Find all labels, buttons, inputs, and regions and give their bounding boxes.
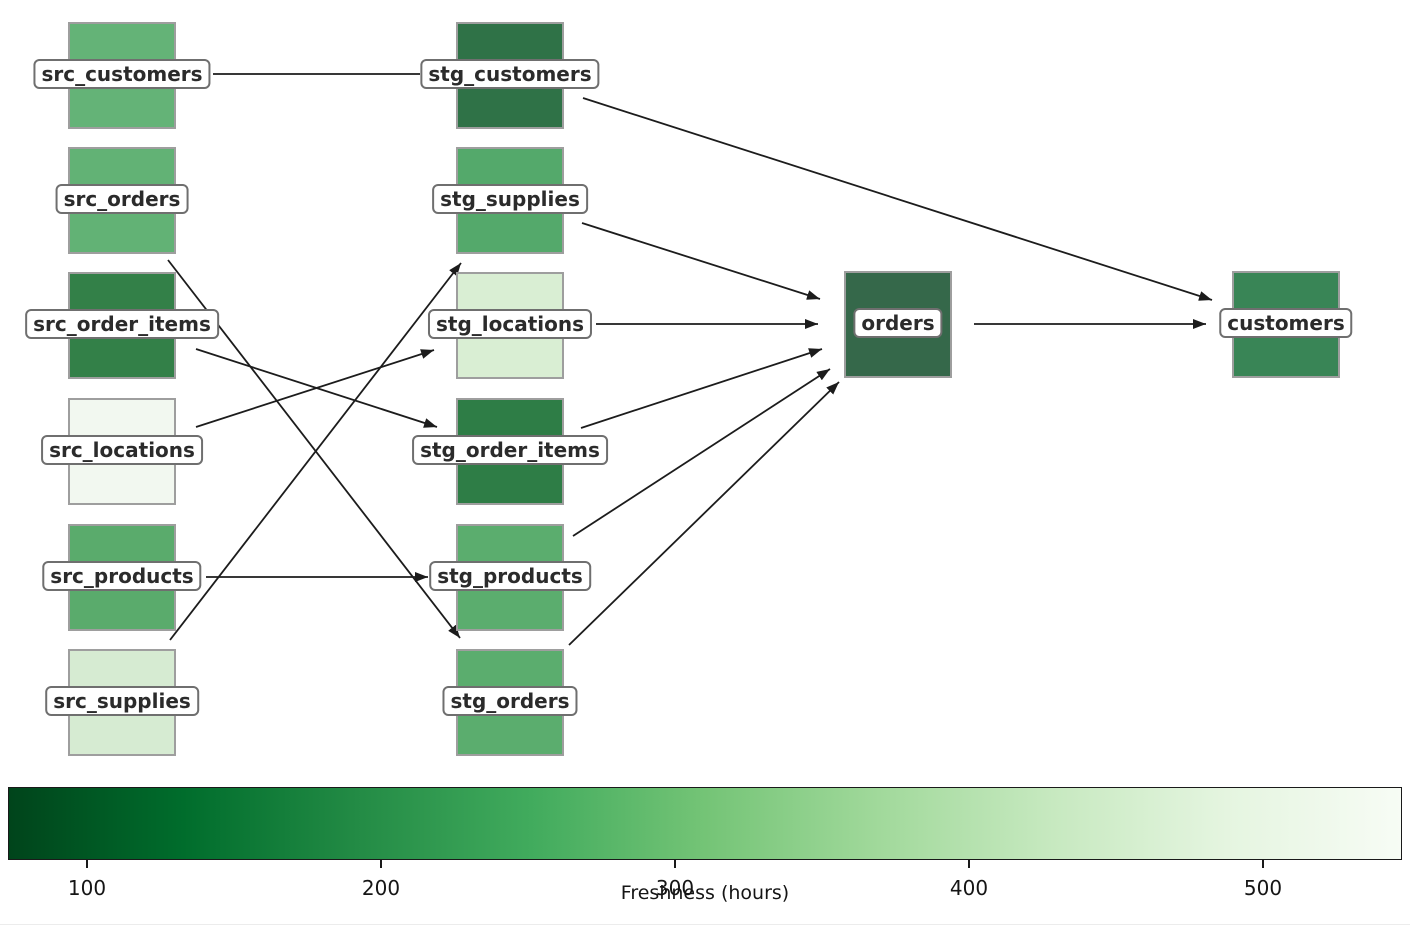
node-label-stg_order_items: stg_order_items [412,435,608,465]
colorbar-tick-mark-300 [674,860,676,868]
node-label-stg_locations: stg_locations [427,309,593,339]
colorbar-tick-mark-200 [380,860,382,868]
colorbar-tick-label-200: 200 [361,876,401,900]
node-label-stg_supplies: stg_supplies [432,184,588,214]
colorbar-tick-mark-100 [86,860,88,868]
colorbar-tick-label-100: 100 [67,876,107,900]
edge-stg_order_items-to-orders [580,348,823,429]
node-label-stg_customers: stg_customers [420,59,600,89]
colorbar-axis-label: Freshness (hours) [620,882,790,904]
node-label-stg_products: stg_products [429,561,591,591]
colorbar-tick-label-500: 500 [1243,876,1283,900]
node-label-stg_orders: stg_orders [442,686,578,716]
edge-stg_customers-to-customers [582,97,1213,301]
node-label-src_customers: src_customers [33,59,211,89]
edges-layer [167,73,1213,646]
edge-stg_products-to-orders [572,368,831,537]
colorbar-tick-label-400: 400 [949,876,989,900]
node-label-src_supplies: src_supplies [45,686,199,716]
edge-src_supplies-to-stg_supplies [169,262,462,641]
node-label-src_orders: src_orders [55,184,189,214]
colorbar: 100 200 300 400 500 Freshness (hours) [0,786,1410,926]
node-label-orders: orders [853,308,943,338]
node-label-src_order_items: src_order_items [25,309,219,339]
edge-stg_supplies-to-orders [581,222,821,300]
node-label-customers: customers [1219,308,1353,338]
node-label-src_locations: src_locations [41,435,203,465]
colorbar-tick-label-300: 300 [655,876,695,900]
bottom-hairline [0,924,1410,925]
colorbar-tick-mark-500 [1262,860,1264,868]
colorbar-tick-mark-400 [968,860,970,868]
colorbar-gradient [8,787,1402,860]
edge-src_locations-to-stg_locations [195,349,435,428]
edge-stg_orders-to-orders [568,381,840,646]
node-label-src_products: src_products [42,561,202,591]
